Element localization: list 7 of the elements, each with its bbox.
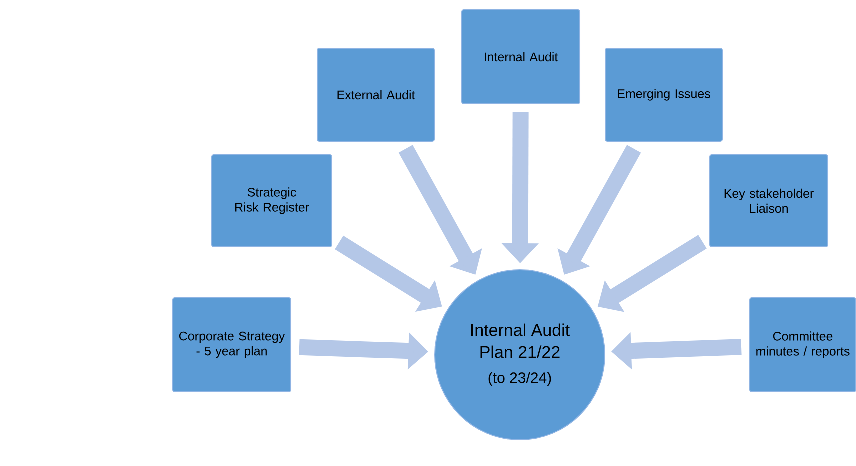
source-box: Corporate Strategy - 5 year plan: [172, 298, 292, 392]
source-box: Key stakeholder Liaison: [710, 154, 828, 248]
source-box: Emerging Issues: [605, 48, 723, 142]
source-box: Strategic Risk Register: [212, 154, 332, 248]
source-box: Committee minutes / reports: [750, 298, 856, 392]
source-box: Internal Audit: [462, 10, 580, 104]
source-box: External Audit: [317, 48, 435, 142]
